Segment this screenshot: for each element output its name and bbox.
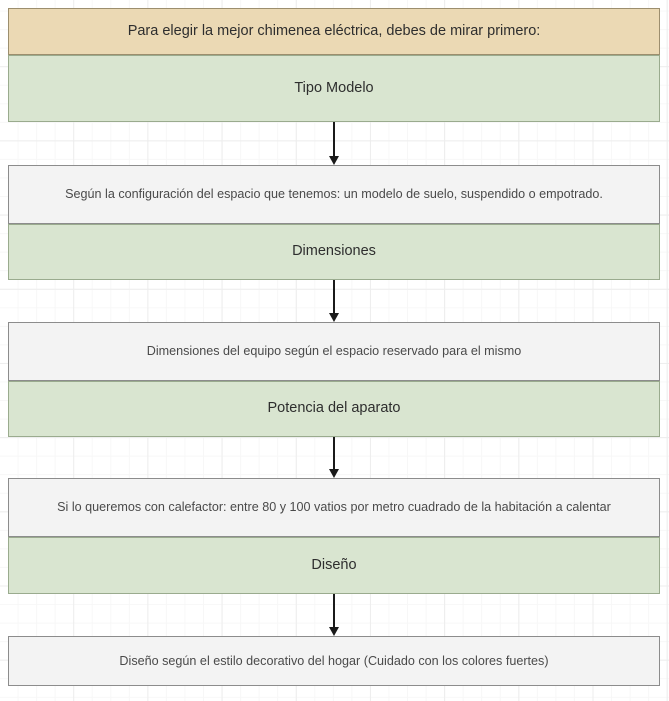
step-detail-potencia: Si lo queremos con calefactor: entre 80 … (8, 478, 660, 537)
connector-arrow-2 (328, 280, 339, 322)
connector-arrow-1 (328, 122, 339, 165)
step-head-dimensiones: Dimensiones (8, 224, 660, 280)
step-head-tipo-modelo: Tipo Modelo (8, 55, 660, 122)
connector-shaft (333, 594, 335, 627)
step-head-potencia: Potencia del aparato (8, 381, 660, 437)
step-detail-tipo-modelo: Según la configuración del espacio que t… (8, 165, 660, 224)
step-detail-diseno: Diseño según el estilo decorativo del ho… (8, 636, 660, 686)
connector-shaft (333, 280, 335, 313)
connector-shaft (333, 122, 335, 156)
connector-shaft (333, 437, 335, 469)
step-detail-dimensiones: Dimensiones del equipo según el espacio … (8, 322, 660, 381)
connector-arrow-3 (328, 437, 339, 478)
arrowhead-icon (328, 156, 339, 165)
step-head-diseno: Diseño (8, 537, 660, 594)
flowchart-title-box: Para elegir la mejor chimenea eléctrica,… (8, 8, 660, 55)
connector-arrow-4 (328, 594, 339, 636)
arrowhead-icon (328, 313, 339, 322)
arrowhead-icon (328, 627, 339, 636)
arrowhead-icon (328, 469, 339, 478)
